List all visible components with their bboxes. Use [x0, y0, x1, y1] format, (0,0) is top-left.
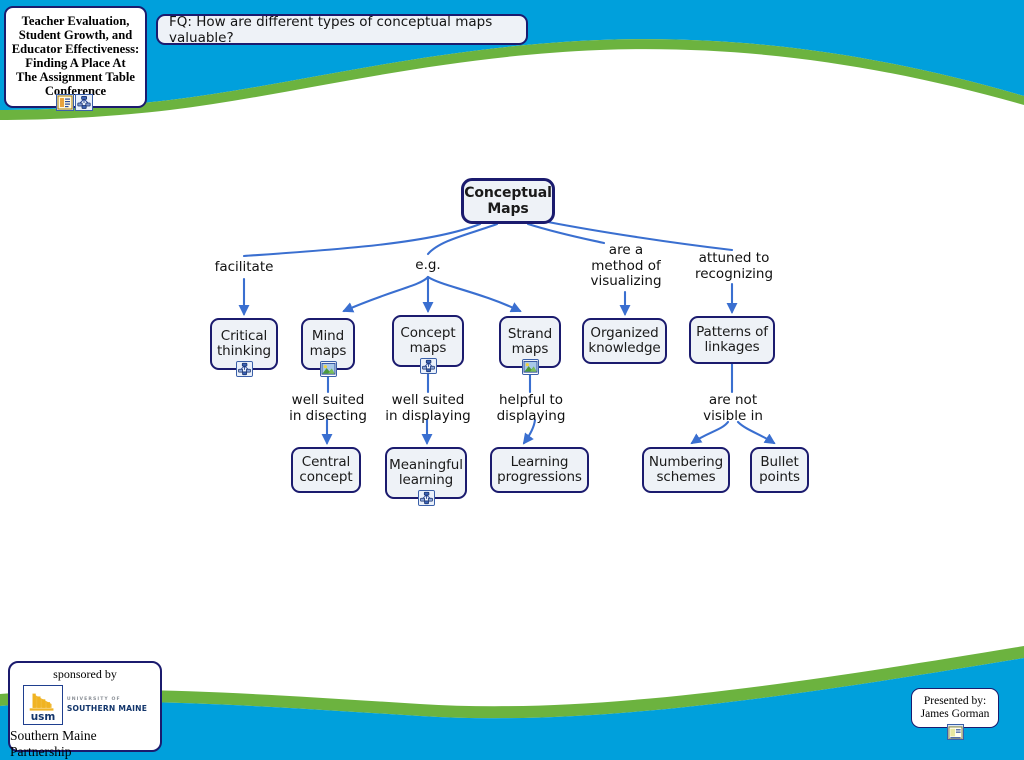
- bottom-blue-wave: [0, 658, 1024, 760]
- sponsor-top-label: sponsored by: [53, 667, 117, 681]
- node-label: Bullet points: [759, 454, 800, 485]
- link-root-to-attuned: [546, 220, 734, 252]
- focus-question-text: FQ: How are different types of conceptua…: [169, 13, 493, 46]
- conference-title-icons: [56, 94, 93, 111]
- node-numbering-schemes[interactable]: Numbering schemes: [642, 447, 730, 493]
- node-label: Learning progressions: [497, 454, 582, 485]
- svg-text:usm: usm: [31, 711, 56, 723]
- sponsor-card: sponsored by usm UNIVERSITY OF SOUTHERN …: [8, 661, 162, 759]
- link-root-to-eg: [426, 222, 499, 256]
- bottom-green-wave: [0, 646, 1024, 719]
- sponsor-bottom-label: Southern Maine Partnership: [10, 728, 97, 759]
- focus-question-box[interactable]: FQ: How are different types of conceptua…: [156, 13, 528, 46]
- node-learning-progressions[interactable]: Learning progressions: [490, 447, 589, 493]
- usm-logo: usm UNIVERSITY OF SOUTHERN MAINE: [22, 685, 148, 725]
- link-phrase-well-suited-in-disecting[interactable]: well suited in disecting: [289, 392, 367, 424]
- usm-university-of: UNIVERSITY OF: [66, 696, 121, 702]
- link-phrase-eg[interactable]: e.g.: [415, 257, 441, 273]
- link-not-visible-to-bullet-points: [736, 420, 776, 445]
- node-conceptual-maps[interactable]: Conceptual Maps: [461, 178, 555, 224]
- node-bullet-points[interactable]: Bullet points: [750, 447, 809, 493]
- link-eg-to-strand-maps: [426, 275, 522, 313]
- node-label: Conceptual Maps: [464, 185, 552, 217]
- node-central-concept[interactable]: Central concept: [291, 447, 361, 493]
- node-label: Meaningful learning: [389, 457, 463, 488]
- usm-southern-maine: SOUTHERN MAINE: [66, 703, 148, 713]
- node-organized-knowledge[interactable]: Organized knowledge: [582, 318, 667, 364]
- concept-map-resource-icon[interactable]: [75, 94, 93, 111]
- node-label: Strand maps: [507, 326, 553, 357]
- presenter-label: Presented by:: [923, 695, 987, 707]
- presenter-card: Presented by: James Gorman: [911, 688, 999, 728]
- node-label: Critical thinking: [216, 328, 272, 359]
- picture-resource-icon[interactable]: [319, 361, 337, 377]
- top-green-wave: [0, 39, 1024, 120]
- node-label: Central concept: [299, 454, 353, 485]
- link-not-visible-to-numbering-schemes: [690, 420, 730, 445]
- concept-map-resource-icon[interactable]: [419, 358, 437, 374]
- node-label: Numbering schemes: [648, 454, 724, 485]
- link-phrase-facilitate[interactable]: facilitate: [214, 259, 274, 275]
- node-label: Patterns of linkages: [696, 324, 768, 355]
- document-resource-icon[interactable]: [947, 724, 964, 740]
- link-phrase-are-not-visible-in[interactable]: are not visible in: [703, 392, 763, 424]
- picture-resource-icon[interactable]: [521, 359, 539, 375]
- link-phrase-well-suited-in-displaying[interactable]: well suited in displaying: [385, 392, 471, 424]
- link-phrase-are-a-method-of-visualizing[interactable]: are a method of visualizing: [590, 242, 662, 289]
- node-patterns-linkages[interactable]: Patterns of linkages: [689, 316, 775, 364]
- link-root-to-visualizing: [526, 222, 606, 245]
- concept-map-resource-icon[interactable]: [417, 490, 435, 506]
- presenter-name: James Gorman: [920, 708, 990, 720]
- usm-logo-mark: usm: [22, 685, 63, 725]
- link-eg-to-mind-maps: [342, 275, 430, 313]
- node-strand-maps[interactable]: Strand maps: [499, 316, 561, 368]
- link-phrase-attuned-to-recognizing[interactable]: attuned to recognizing: [694, 250, 774, 282]
- concept-map-resource-icon[interactable]: [235, 361, 253, 377]
- link-phrase-helpful-to-displaying[interactable]: helpful to displaying: [496, 392, 566, 424]
- usm-logo-wordmark: UNIVERSITY OF SOUTHERN MAINE: [66, 696, 148, 713]
- node-label: Organized knowledge: [588, 325, 661, 356]
- node-label: Mind maps: [309, 328, 347, 359]
- conference-title-card[interactable]: Teacher Evaluation, Student Growth, and …: [4, 6, 147, 108]
- link-root-to-facilitate: [242, 222, 482, 258]
- node-label: Concept maps: [400, 325, 456, 356]
- link-helpful-to-learning-progressions: [522, 418, 537, 445]
- document-resource-icon[interactable]: [56, 94, 74, 111]
- conference-title-text: Teacher Evaluation, Student Growth, and …: [11, 14, 140, 98]
